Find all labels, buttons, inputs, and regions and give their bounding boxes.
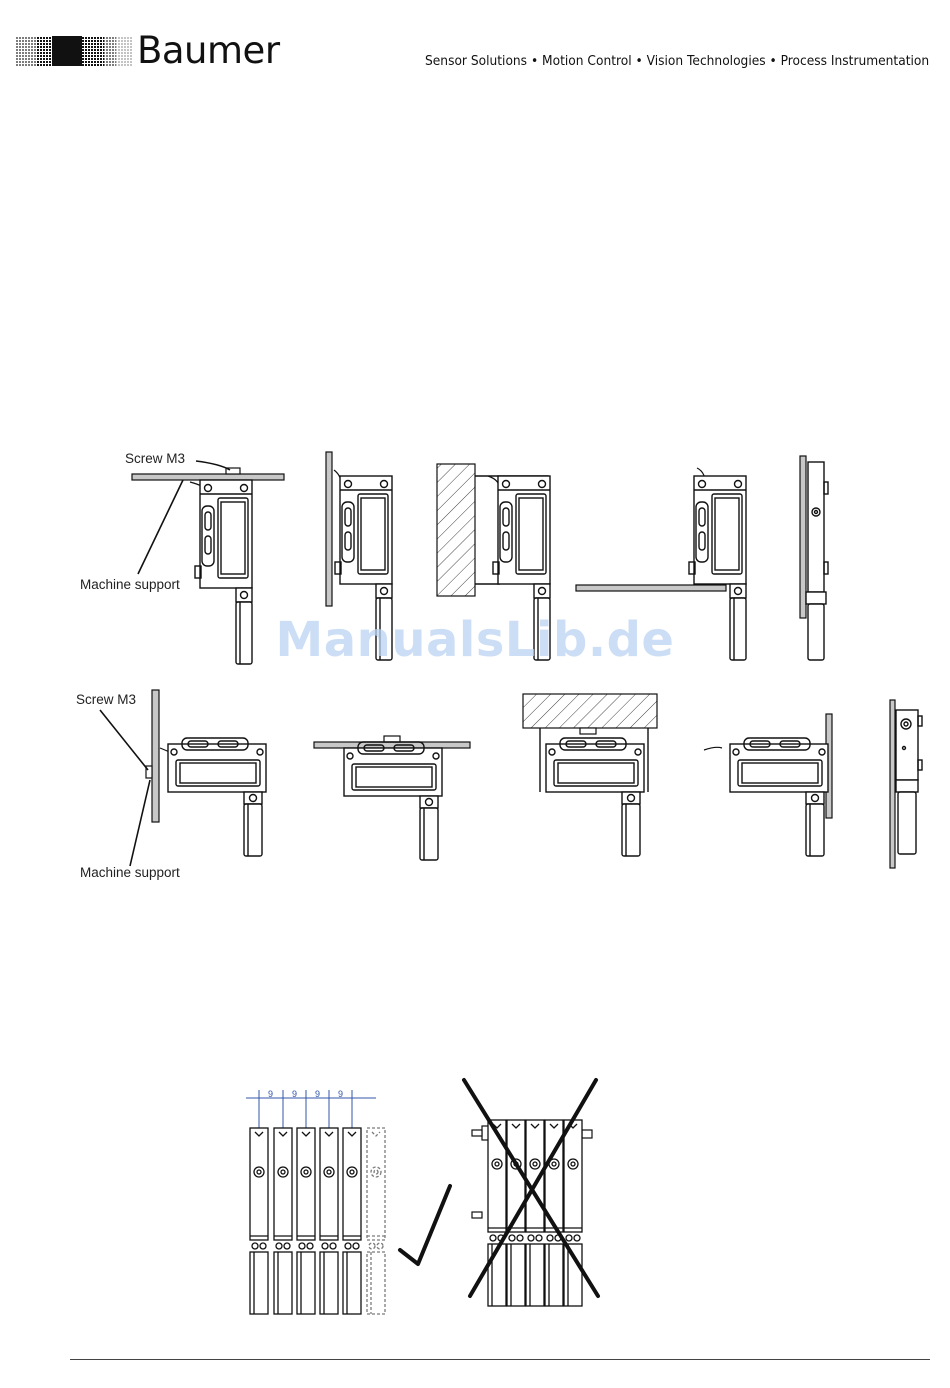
row1-fig2-wall-mount — [326, 452, 392, 660]
row2-fig1-wall-mount — [100, 690, 266, 866]
row2-fig5-side-view — [890, 700, 922, 868]
row2-fig3-bracket-mount — [523, 694, 657, 856]
dimension-label: 9 — [315, 1086, 320, 1102]
row1-fig1-top-mount — [132, 461, 284, 664]
row2-screw-label: Screw M3 — [76, 692, 136, 708]
spacing-figure-correct — [246, 1090, 385, 1314]
row1-support-label: Machine support — [80, 577, 180, 593]
row1-fig4-base-mount — [576, 468, 746, 660]
footer-divider — [70, 1359, 930, 1360]
dimension-label: 9 — [268, 1086, 273, 1102]
row2-support-label: Machine support — [80, 865, 180, 881]
check-mark-icon — [400, 1186, 450, 1264]
row1-screw-label: Screw M3 — [125, 451, 185, 467]
dimension-label: 9 — [338, 1086, 343, 1102]
row2-fig4-wall-mount-right — [704, 714, 832, 856]
row2-fig2-top-mount — [314, 736, 470, 860]
spacing-figure-wrong — [472, 1120, 592, 1306]
row1-fig5-side-view — [800, 456, 828, 660]
dimension-label: 9 — [292, 1086, 297, 1102]
row1-fig3-bracket-mount — [437, 464, 550, 660]
